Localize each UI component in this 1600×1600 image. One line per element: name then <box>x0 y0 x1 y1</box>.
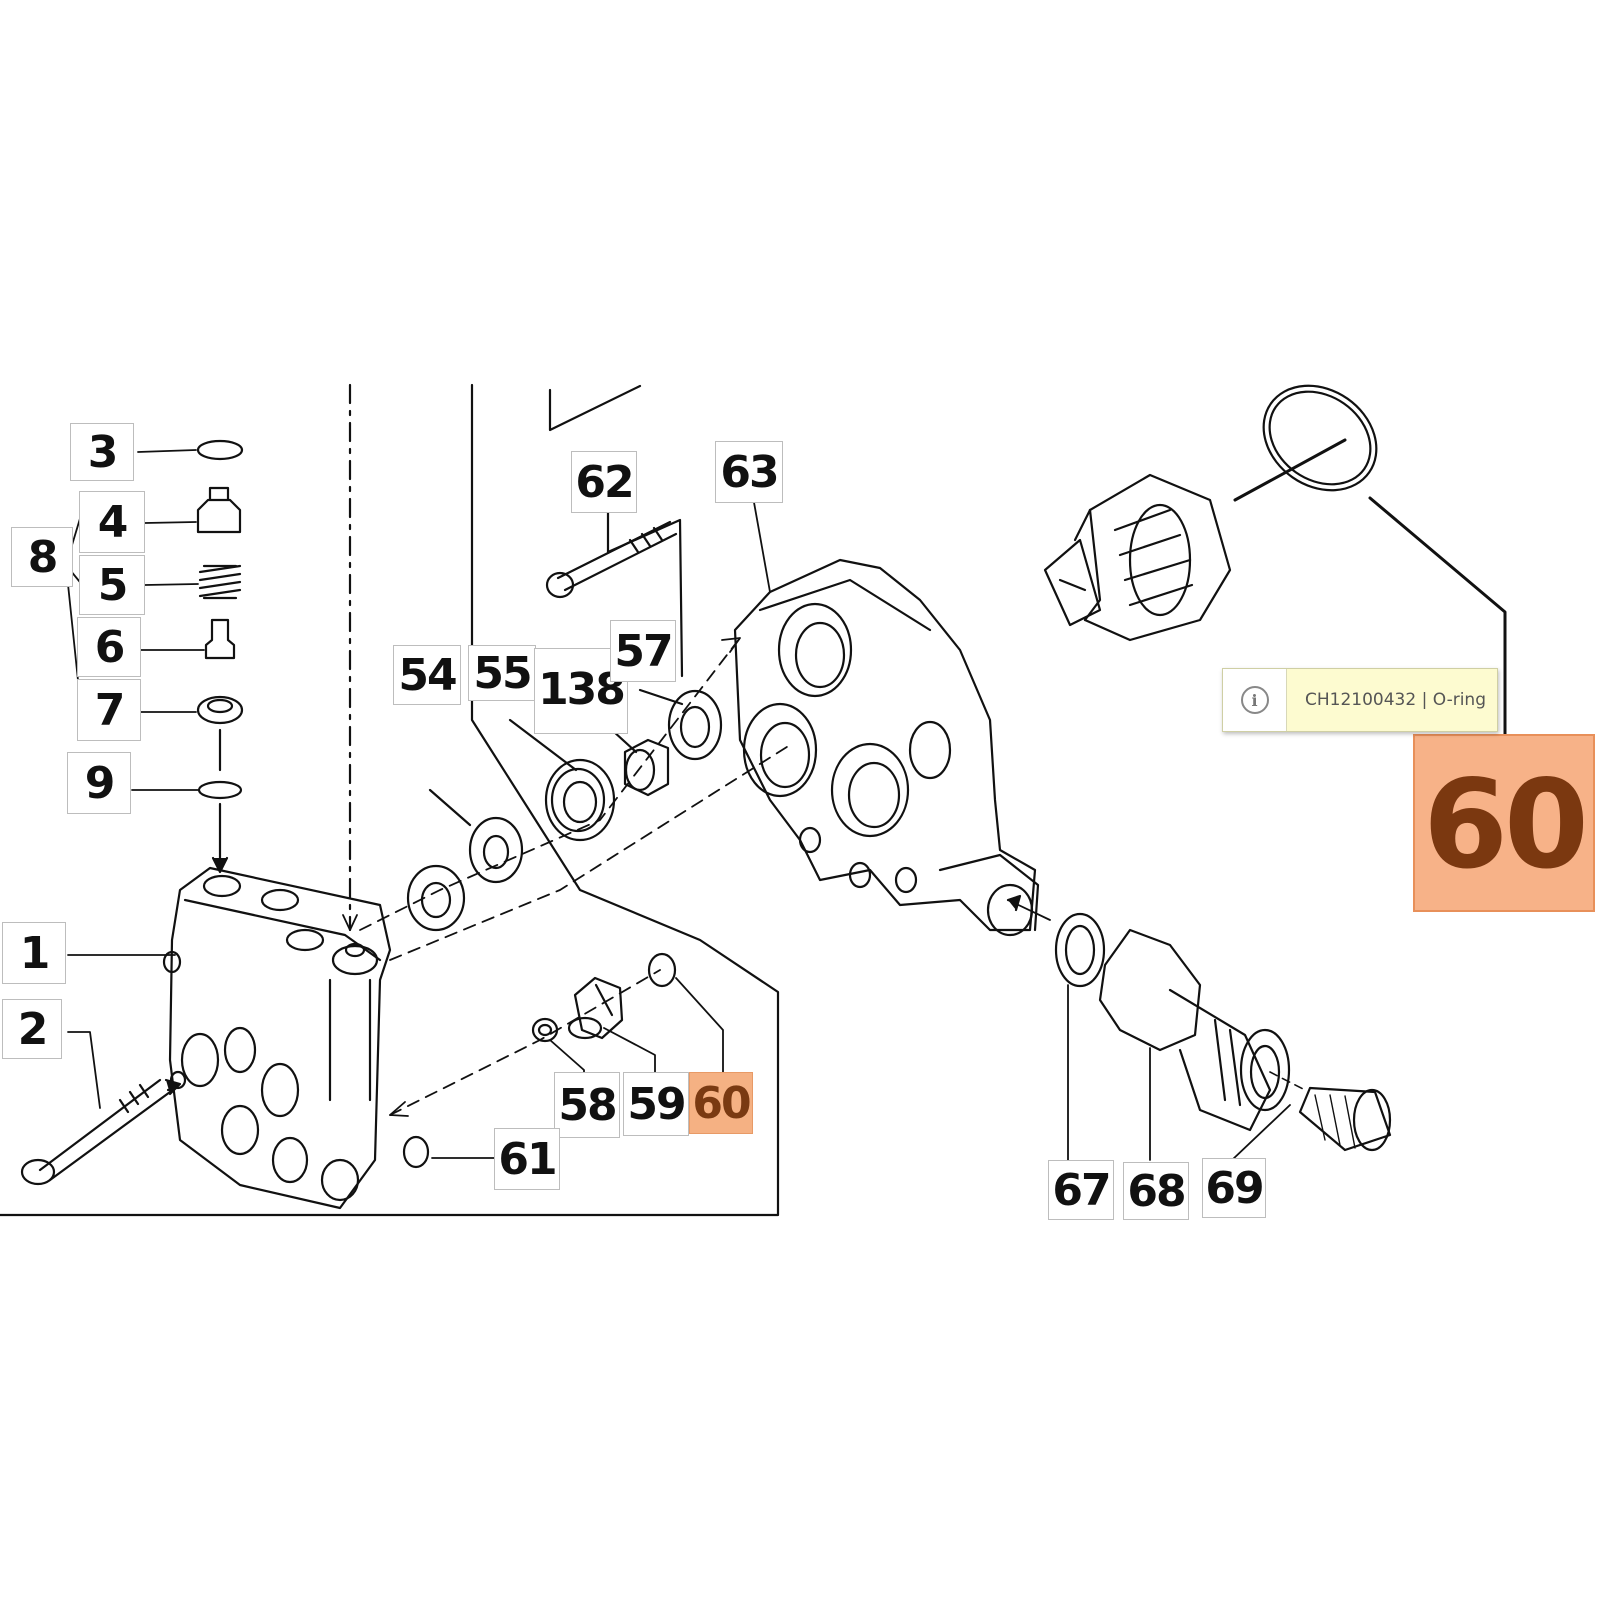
check-valve-59 <box>573 976 624 1040</box>
bolt-2 <box>20 1078 182 1186</box>
part-label-7[interactable]: 7 <box>77 679 141 741</box>
part-label-6[interactable]: 6 <box>77 617 141 677</box>
part-label-60-highlighted[interactable]: 60 <box>689 1072 753 1134</box>
washer-67 <box>1054 912 1106 988</box>
part-label-8[interactable]: 8 <box>11 527 73 587</box>
part-label-67[interactable]: 67 <box>1048 1160 1114 1220</box>
part-label-4[interactable]: 4 <box>79 491 145 553</box>
part-label-1[interactable]: 1 <box>2 922 66 984</box>
part-label-2[interactable]: 2 <box>2 999 62 1059</box>
coupling-68 <box>1098 928 1202 1052</box>
valve-stem-6 <box>204 618 236 660</box>
part-label-57[interactable]: 57 <box>610 620 676 682</box>
part-label-61[interactable]: 61 <box>494 1128 560 1190</box>
part-label-62[interactable]: 62 <box>571 451 637 513</box>
part-label-68[interactable]: 68 <box>1123 1162 1189 1220</box>
pump-head-63 <box>733 479 1040 937</box>
valve-stack <box>196 439 244 874</box>
seal-55 <box>544 758 616 842</box>
part-label-5[interactable]: 5 <box>79 555 145 615</box>
inset-o-ring-60-detail <box>1043 384 1507 762</box>
tooltip-icon-cell: i <box>1223 669 1287 731</box>
valve-seat-7 <box>196 695 244 725</box>
part-label-69[interactable]: 69 <box>1202 1158 1266 1218</box>
filter-69 <box>1298 1086 1392 1152</box>
valve-cap-4 <box>196 486 242 534</box>
part-label-58[interactable]: 58 <box>554 1072 620 1138</box>
frame-lines <box>0 383 780 1217</box>
part-label-63[interactable]: 63 <box>715 441 783 503</box>
outlet-parts <box>1006 894 1392 1161</box>
part-label-55[interactable]: 55 <box>468 645 536 701</box>
tooltip-text: CH12100432 | O-ring <box>1305 690 1486 710</box>
part-info-tooltip: i CH12100432 | O-ring <box>1222 668 1498 732</box>
info-icon: i <box>1240 686 1269 714</box>
seal-57 <box>667 689 723 761</box>
part-label-9[interactable]: 9 <box>67 752 131 814</box>
o-ring-9 <box>197 780 243 800</box>
manifold-body <box>162 866 392 1210</box>
o-ring-61 <box>402 1135 430 1169</box>
part-label-54[interactable]: 54 <box>393 645 461 705</box>
screw-62 <box>545 508 684 678</box>
o-ring-60 <box>647 952 677 988</box>
selected-part-callout[interactable]: 60 <box>1413 734 1595 912</box>
seal-54a <box>406 864 466 932</box>
o-ring-58 <box>531 1017 559 1043</box>
part-label-59[interactable]: 59 <box>623 1072 689 1136</box>
bushing-138 <box>623 738 670 797</box>
seal-54b <box>468 816 524 884</box>
o-ring-3 <box>196 439 244 461</box>
spring-5 <box>198 564 242 600</box>
seal-stack <box>406 688 723 932</box>
part-label-3[interactable]: 3 <box>70 423 134 481</box>
